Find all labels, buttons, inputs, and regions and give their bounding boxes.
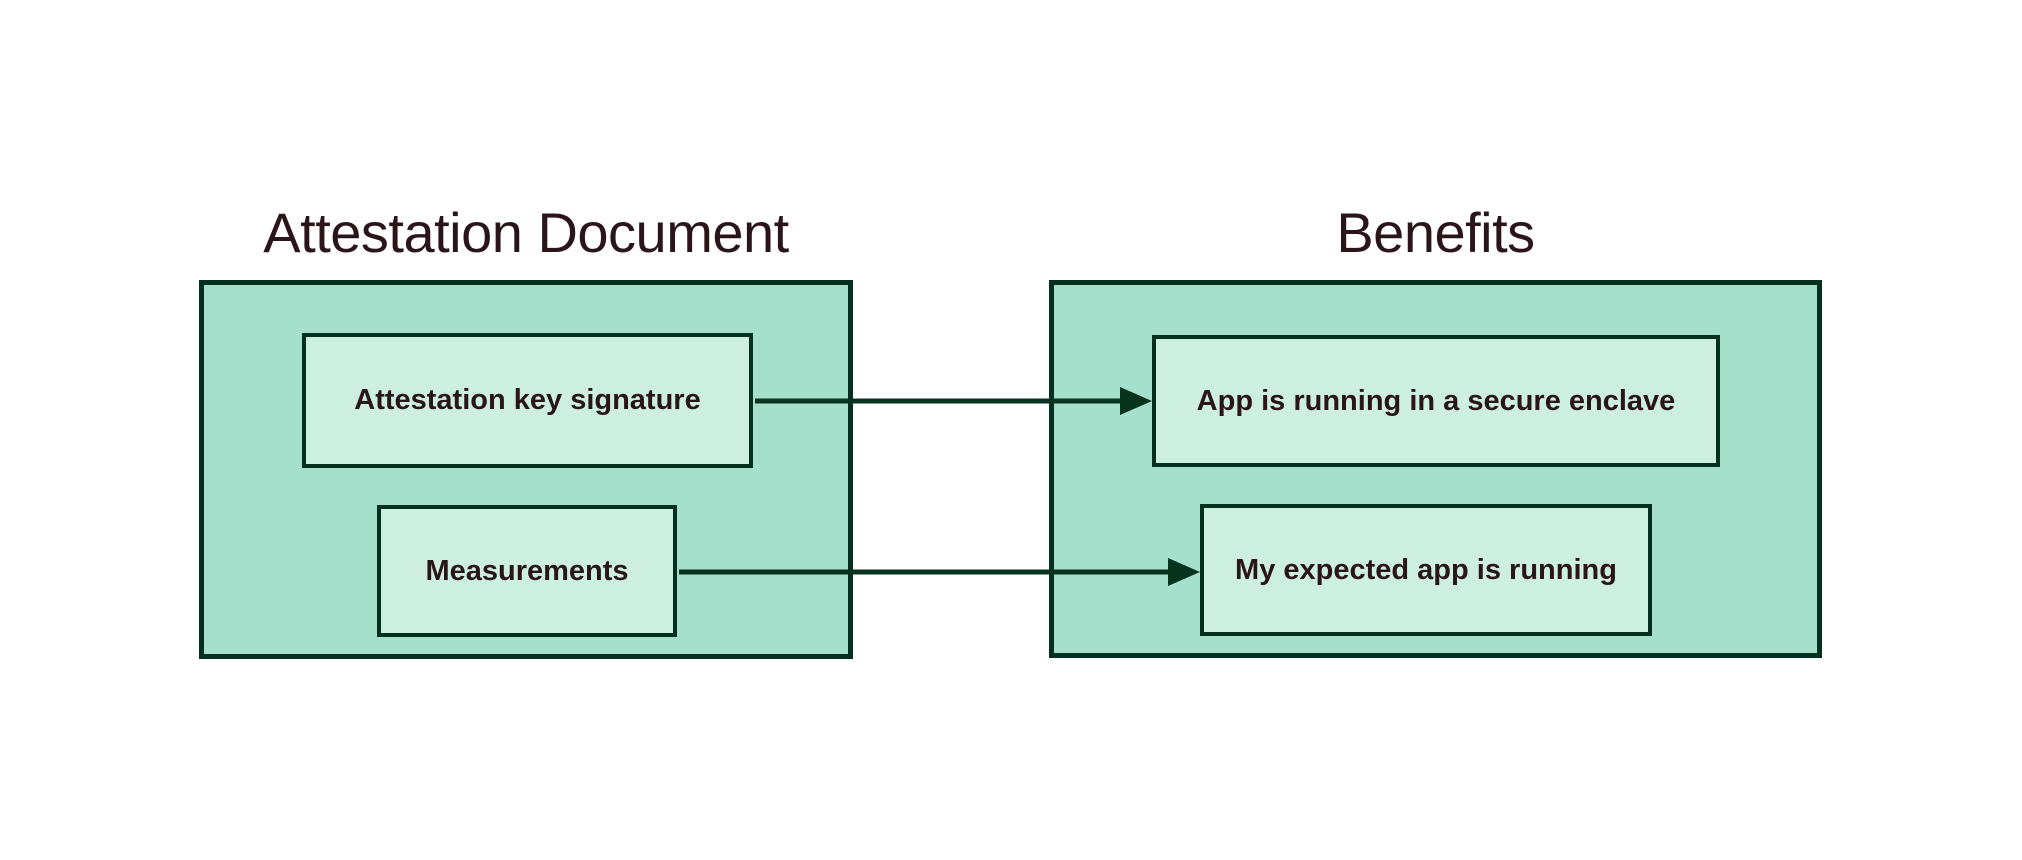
node-my-expected-app-is-running: My expected app is running: [1200, 504, 1652, 636]
node-label: Measurements: [425, 554, 629, 587]
right-group-title: Benefits: [1336, 201, 1535, 264]
node-attestation-key-signature: Attestation key signature: [302, 333, 753, 468]
node-label: My expected app is running: [1235, 553, 1617, 586]
node-app-running-in-secure-enclave: App is running in a secure enclave: [1152, 335, 1720, 467]
node-measurements: Measurements: [377, 505, 677, 637]
left-group-title: Attestation Document: [263, 201, 789, 264]
node-label: App is running in a secure enclave: [1196, 384, 1676, 417]
node-label: Attestation key signature: [354, 384, 701, 416]
